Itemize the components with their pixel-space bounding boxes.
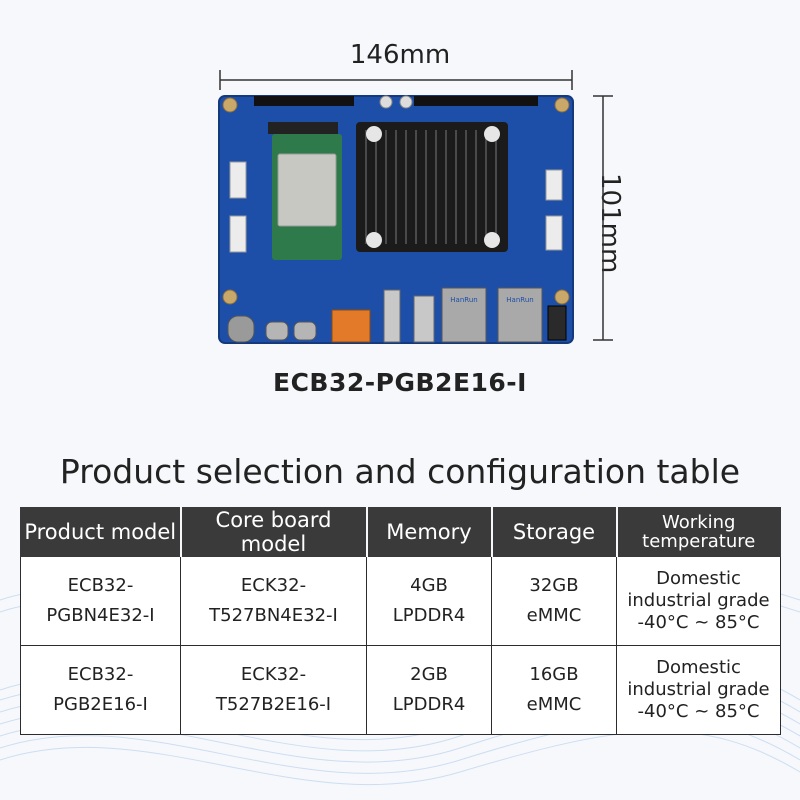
width-dimension-label: 146mm — [349, 40, 451, 70]
dimension-lines — [219, 70, 613, 341]
gpio-header-left — [254, 96, 354, 106]
cell-working-temperature: Domestic industrial grade -40°C ~ 85°C — [616, 556, 781, 646]
heatsink-label-1: HanRun — [450, 296, 477, 304]
cell-core-board-model: ECK32- T527BN4E32-I — [180, 556, 367, 646]
cell-storage: 32GB eMMC — [491, 556, 617, 646]
header-core-board-model: Core board model — [180, 507, 368, 557]
gpio-header-right — [414, 96, 538, 106]
ethernet-port-2: HanRun — [497, 287, 543, 343]
hdmi-port — [331, 309, 371, 343]
audio-jack — [547, 305, 567, 341]
cell-storage: 16GB eMMC — [491, 645, 617, 735]
product-caption: ECB32-PGB2E16-I — [273, 368, 527, 397]
cell-core-board-model: ECK32- T527B2E16-I — [180, 645, 367, 735]
usb-c-port-2 — [293, 321, 317, 341]
table-row: ECB32- PGB2E16-I ECK32- T527B2E16-I 2GB … — [20, 645, 781, 735]
product-configuration-table: Product model Core board model Memory St… — [20, 507, 781, 735]
header-memory: Memory — [366, 507, 493, 557]
header-product-model: Product model — [20, 507, 182, 557]
usb-a-port-1 — [383, 289, 401, 343]
table-title: Product selection and configuration tabl… — [59, 452, 741, 491]
header-working-temperature: Working temperature — [616, 507, 781, 557]
usb-a-port-2 — [413, 295, 435, 343]
usb-c-port-1 — [265, 321, 289, 341]
heatsink-label-2: HanRun — [506, 296, 533, 304]
cell-product-model: ECB32- PGB2E16-I — [20, 645, 181, 735]
cell-product-model: ECB32- PGBN4E32-I — [20, 556, 181, 646]
cell-memory: 4GB LPDDR4 — [366, 556, 492, 646]
cell-memory: 2GB LPDDR4 — [366, 645, 492, 735]
board-image: HanRun HanRun — [218, 95, 574, 344]
ethernet-port-1: HanRun — [441, 287, 487, 343]
table-row: ECB32- PGBN4E32-I ECK32- T527BN4E32-I 4G… — [20, 556, 781, 646]
dc-jack — [227, 315, 255, 343]
table-header-row: Product model Core board model Memory St… — [20, 507, 781, 557]
heatsink — [356, 122, 508, 252]
cell-working-temperature: Domestic industrial grade -40°C ~ 85°C — [616, 645, 781, 735]
header-storage: Storage — [491, 507, 618, 557]
